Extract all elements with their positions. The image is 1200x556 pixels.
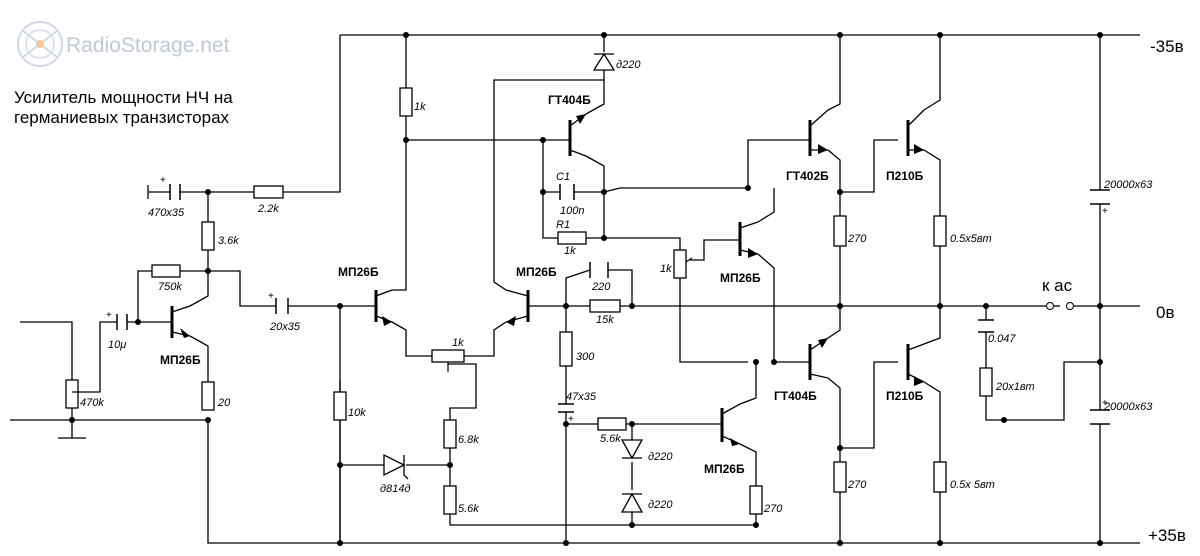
resistor-270-bottom <box>833 461 847 493</box>
label-r-270-top: 270 <box>847 233 867 245</box>
resistor-270-low <box>749 485 763 515</box>
label-q-pre-top: ГТ402Б <box>786 169 829 183</box>
potentiometer-1k-bias <box>673 249 687 279</box>
resistor-5k6-bottom <box>443 485 457 515</box>
radiostorage-logo <box>17 21 63 67</box>
label-c1-value: 100n <box>560 205 584 217</box>
resistor-300 <box>559 331 573 367</box>
resistor-3k6 <box>201 221 215 251</box>
label-r-6k8: 6.8k <box>458 434 479 446</box>
label-c-filter-bottom: 20000x63 <box>1103 401 1153 413</box>
label-q-input: МП26Б <box>160 353 201 367</box>
label-r1-name: R1 <box>556 219 570 231</box>
label-q-current-source: МП26Б <box>704 462 745 476</box>
resistor-emitter-bottom <box>933 461 947 493</box>
svg-text:+: + <box>1102 398 1108 409</box>
label-r-300: 300 <box>576 351 595 363</box>
resistor-6k8 <box>443 419 457 449</box>
resistor-10k <box>333 391 347 421</box>
diode-mid-2 <box>620 492 644 513</box>
label-r1-value: 1k <box>564 245 576 257</box>
resistor-15k <box>589 299 621 313</box>
label-c-470x35: 470x35 <box>148 207 185 219</box>
resistor-20x1 <box>979 367 993 397</box>
output-label: к ас <box>1042 276 1073 295</box>
pot-wipers <box>72 257 693 393</box>
resistors <box>65 87 993 515</box>
rail-negative-label: -35в <box>1150 37 1184 56</box>
label-r-3k6: 3.6k <box>218 235 239 247</box>
capacitors <box>116 184 1110 425</box>
svg-text:+: + <box>1102 206 1108 217</box>
label-r-2k2: 2.2k <box>257 203 279 215</box>
label-q-pre-bottom: ГТ404Б <box>774 389 817 403</box>
resistor-1k-top <box>399 87 413 117</box>
label-c-20x35: 20x35 <box>269 321 301 333</box>
label-r-pot-in: 470k <box>80 397 104 409</box>
resistor-emitter-top <box>933 215 947 247</box>
diode-mid-1 <box>620 439 644 460</box>
title-line-2: германиевых транзисторах <box>14 108 230 127</box>
label-pot-1k-mid: 1k <box>452 337 464 349</box>
svg-text:+: + <box>106 310 112 321</box>
label-q-diff-left: МП26Б <box>338 265 379 279</box>
rail-positive-label: +35в <box>1148 526 1186 545</box>
label-r-750k: 750k <box>158 281 182 293</box>
resistor-270-top <box>833 215 847 247</box>
rail-zero-label: 0в <box>1156 303 1175 322</box>
label-q-diff-right: МП26Б <box>516 265 557 279</box>
label-r-10k: 10k <box>348 407 366 419</box>
label-r-20: 20 <box>217 397 231 409</box>
label-c1-name: C1 <box>556 171 570 183</box>
label-diode-top: д220 <box>616 59 641 71</box>
label-r-emitter-bottom: 0.5x 5вт <box>950 479 995 491</box>
label-q-bias: МП26Б <box>720 271 761 285</box>
resistor-20 <box>201 381 215 411</box>
label-q-out-top: П210Б <box>886 169 924 183</box>
resistor-5k6-mid <box>597 417 627 431</box>
zener-814 <box>383 453 406 477</box>
junction-dots <box>69 32 1103 546</box>
svg-text:+: + <box>160 175 166 186</box>
title-line-1: Усилитель мощности НЧ на <box>14 88 233 107</box>
label-q-out-bottom: П210Б <box>886 389 924 403</box>
label-c-220: 220 <box>591 281 611 293</box>
label-r-5k6-bottom: 5.6k <box>458 503 479 515</box>
label-r-270-low: 270 <box>763 503 783 515</box>
diodes <box>383 52 644 513</box>
svg-text:+: + <box>568 414 574 425</box>
label-c-in: 10μ <box>108 339 126 351</box>
potentiometer-1k-mid <box>431 349 465 363</box>
label-r-emitter-top: 0.5x5вт <box>950 233 992 245</box>
wiring <box>10 34 1140 544</box>
label-q-driver-top: ГТ404Б <box>548 93 591 107</box>
potentiometer-470k <box>65 379 79 409</box>
cap-plus-marks: + + + + + + <box>106 175 1108 425</box>
resistor-r1 <box>557 231 587 245</box>
diode-top <box>592 52 616 71</box>
svg-text:+: + <box>268 291 274 302</box>
label-c-047: 0.047 <box>988 333 1016 345</box>
label-diode-814: д814д <box>380 483 411 495</box>
label-c-filter-top: 20000x63 <box>1103 179 1153 191</box>
label-diode-mid-1: д220 <box>648 451 673 463</box>
label-r-20x1: 20x1вт <box>995 381 1035 393</box>
watermark-text: RadioStorage.net <box>66 34 230 57</box>
label-r-15k: 15k <box>596 314 614 326</box>
component-labels: 10μ 470k 470x35 2.2k 3.6k 750k 20 20x35 … <box>80 59 1153 515</box>
resistor-2k2 <box>253 185 284 199</box>
label-r-5k6-mid: 5.6k <box>600 433 621 445</box>
label-c-47x35: 47x35 <box>566 391 597 403</box>
label-r-1k-top: 1k <box>414 101 426 113</box>
resistor-750k <box>151 264 181 278</box>
label-diode-mid-2: д220 <box>648 499 673 511</box>
label-pot-1k-bias: 1k <box>660 263 672 275</box>
emitter-arrows <box>180 114 924 446</box>
label-r-270-bottom: 270 <box>847 479 867 491</box>
